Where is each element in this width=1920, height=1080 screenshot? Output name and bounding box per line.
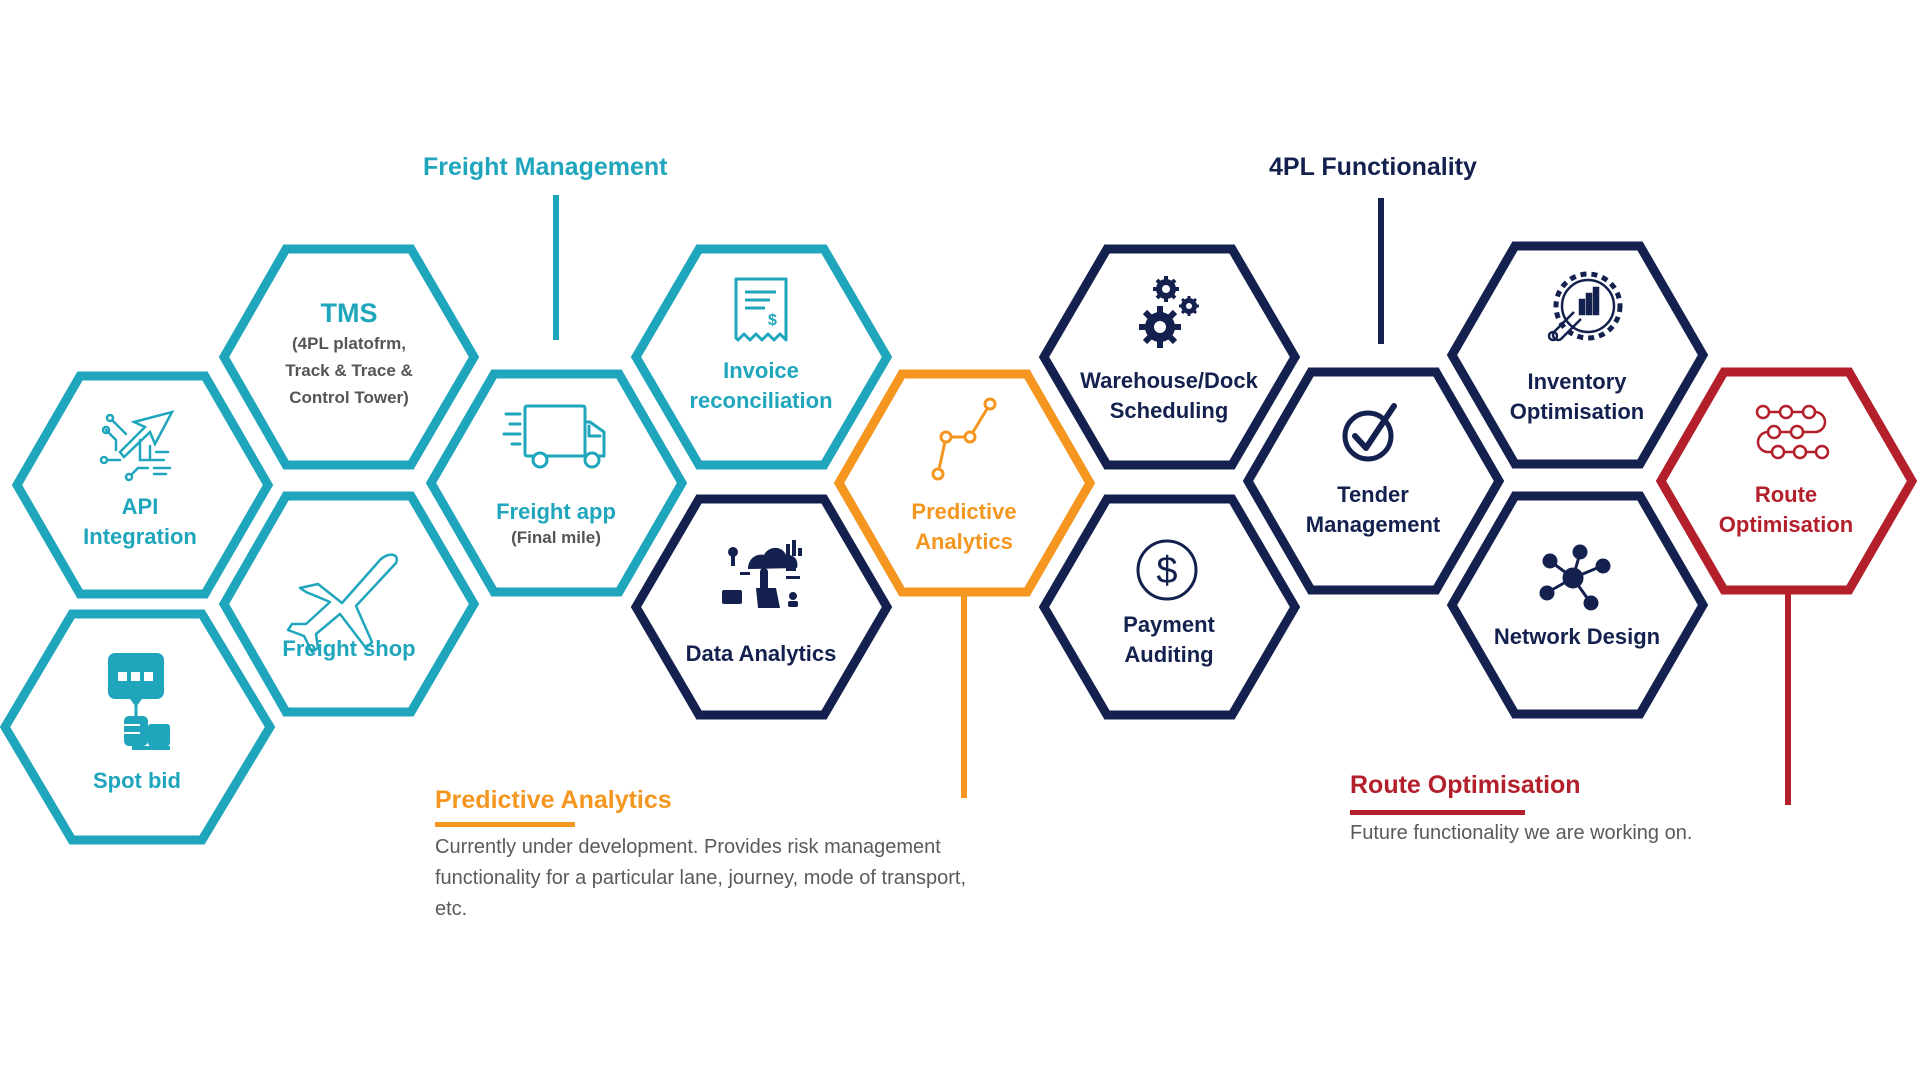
dollar-circle-icon: $ (1136, 539, 1198, 601)
tender-line-2: Management (1305, 512, 1441, 537)
payment-auditing-hex (1038, 494, 1301, 720)
warehouse-line-1: Warehouse/Dock (1080, 368, 1258, 393)
svg-text:$: $ (1156, 550, 1177, 592)
payment-line-2: Auditing (1124, 642, 1214, 667)
route-path-icon (1755, 404, 1830, 460)
delivery-truck-icon (502, 404, 606, 469)
payment-line-1: Payment (1123, 612, 1215, 637)
network-design-hex (1446, 491, 1709, 719)
route-note-underline (1350, 810, 1525, 815)
upward-arrow-circuit-icon (99, 410, 175, 482)
freight-app-title: Freight app (496, 499, 616, 524)
tms-sub-line-2: Track & Trace & (285, 361, 413, 380)
cloud-touch-analytics-icon (722, 540, 802, 608)
freight-app-sub: (Final mile) (511, 528, 601, 547)
inventory-line-1: Inventory (1527, 369, 1627, 394)
route-optimisation-label: Route Optimisation (1696, 480, 1876, 540)
tms-title: TMS (320, 298, 378, 328)
tms-label: TMS (4PL platofrm, Track & Trace & Contr… (259, 296, 439, 411)
warehouse-scheduling-hex (1038, 244, 1301, 470)
gears-icon (1139, 276, 1199, 348)
invoice-receipt-icon: $ (734, 277, 788, 342)
predictive-analytics-label: Predictive Analytics (874, 497, 1054, 557)
predictive-line-1: Predictive (911, 499, 1017, 524)
api-integration-label: API Integration (50, 492, 230, 552)
svg-text:$: $ (768, 312, 777, 329)
network-nodes-icon (1539, 544, 1611, 611)
api-integration-line-2: Integration (83, 524, 197, 549)
tender-management-hex (1242, 367, 1505, 595)
payment-auditing-label: Payment Auditing (1079, 610, 1259, 670)
route-line-2: Optimisation (1718, 512, 1854, 537)
airplane-icon (286, 553, 399, 654)
inventory-optimisation-hex (1446, 241, 1709, 469)
invoice-line-1: Invoice (723, 358, 799, 383)
check-circle-icon (1342, 403, 1397, 462)
predictive-note-text: Currently under development. Provides ri… (435, 836, 967, 920)
invoice-line-2: reconciliation (689, 388, 833, 413)
invoice-reconciliation-label: Invoice reconciliation (661, 356, 861, 416)
spot-bid-label: Spot bid (93, 768, 181, 793)
predictive-note-title: Predictive Analytics (435, 786, 672, 814)
network-design-label: Network Design (1493, 624, 1661, 649)
freight-app-hex (425, 369, 688, 597)
freight-management-title: Freight Management (423, 153, 668, 181)
tms-hex (218, 244, 480, 470)
invoice-reconciliation-hex (630, 244, 893, 470)
predictive-analytics-hex (833, 369, 1096, 597)
warehouse-scheduling-label: Warehouse/Dock Scheduling (1064, 366, 1274, 426)
freight-app-label: Freight app (Final mile) (466, 497, 646, 550)
route-note-title: Route Optimisation (1350, 771, 1581, 799)
warehouse-line-2: Scheduling (1109, 398, 1229, 423)
route-optimisation-hex (1655, 367, 1918, 595)
wrench-gear-chart-icon (1547, 271, 1623, 342)
inventory-line-2: Optimisation (1509, 399, 1645, 424)
hand-holding-chat-bubble-icon (108, 653, 170, 750)
tms-sub-line-3: Control Tower) (289, 388, 409, 407)
route-line-1: Route (1754, 482, 1818, 507)
api-integration-line-1: API (121, 494, 159, 519)
route-note-text: Future functionality we are working on. (1350, 822, 1693, 844)
freight-shop-label: Freight shop (282, 636, 416, 661)
tms-sub-line-1: (4PL platofrm, (292, 334, 406, 353)
tender-management-label: Tender Management (1283, 480, 1463, 540)
inventory-optimisation-label: Inventory Optimisation (1487, 367, 1667, 427)
predictive-line-2: Analytics (915, 529, 1013, 554)
tender-line-1: Tender (1337, 482, 1409, 507)
predictive-note-underline (435, 822, 575, 827)
line-chart-icon (931, 397, 997, 481)
data-analytics-label: Data Analytics (685, 641, 837, 666)
fourpl-functionality-title: 4PL Functionality (1269, 153, 1477, 181)
api-integration-hex (11, 371, 274, 599)
freight-shop-hex (218, 491, 480, 717)
